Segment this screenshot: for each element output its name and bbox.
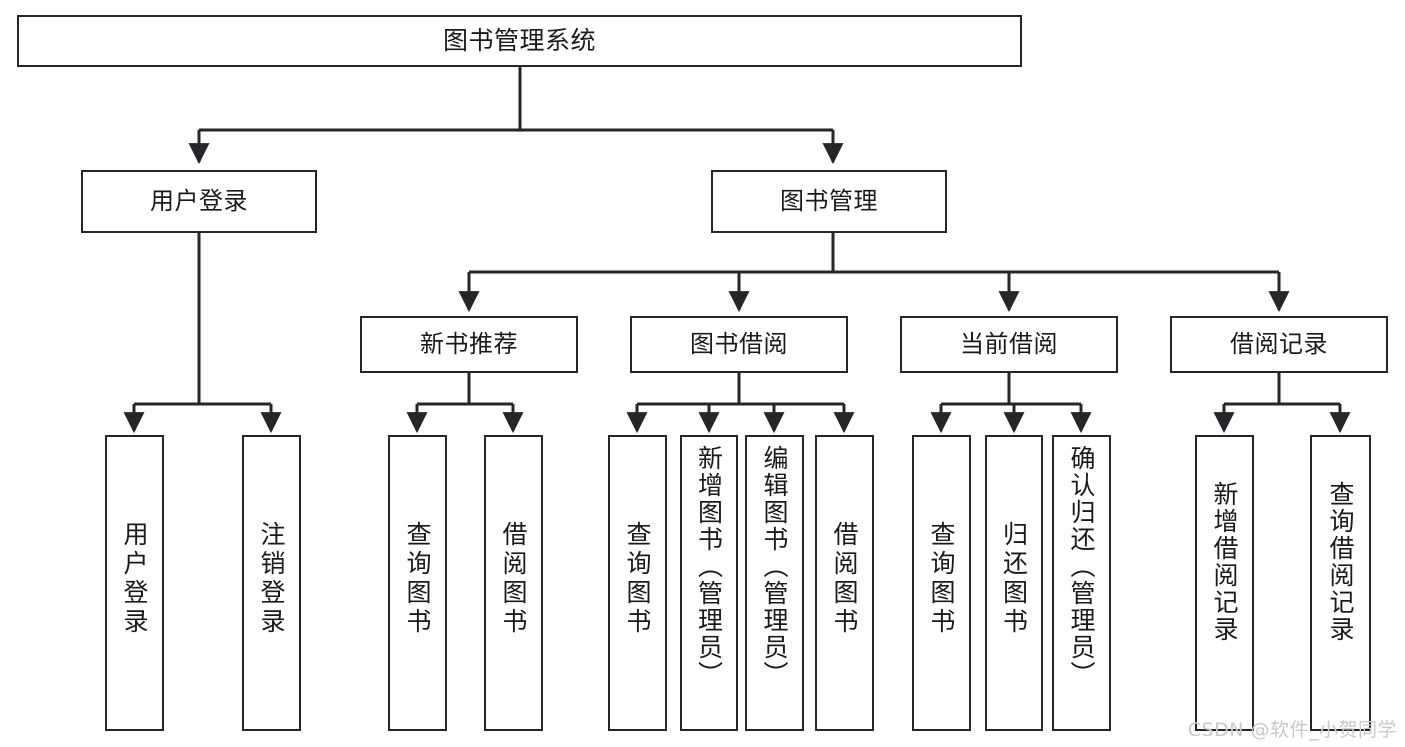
leaf-query-book-borrow[interactable]: 查询图书 [608, 435, 667, 731]
node-label: 借阅图书 [499, 521, 528, 637]
node-current-borrow[interactable]: 当前借阅 [900, 316, 1118, 373]
node-label: 借阅记录 [1230, 329, 1328, 358]
node-label: 当前借阅 [960, 329, 1058, 358]
node-label: 图书管理系统 [442, 25, 596, 55]
node-label: 注销登录 [257, 521, 286, 637]
node-label: 编辑图书（管理员） [760, 445, 789, 688]
node-label: 查询图书 [927, 521, 956, 637]
leaf-query-book-current[interactable]: 查询图书 [912, 435, 971, 731]
node-label: 用户登录 [150, 186, 248, 215]
node-borrow-record[interactable]: 借阅记录 [1170, 316, 1388, 373]
node-label: 新增借阅记录 [1210, 481, 1239, 643]
leaf-borrow-book[interactable]: 借阅图书 [815, 435, 874, 731]
leaf-return-book[interactable]: 归还图书 [985, 435, 1043, 731]
leaf-edit-book-admin[interactable]: 编辑图书（管理员） [745, 435, 804, 731]
node-book-management[interactable]: 图书管理 [711, 170, 947, 233]
node-label: 图书管理 [780, 186, 878, 215]
node-new-book-recommend[interactable]: 新书推荐 [360, 316, 578, 373]
leaf-logout[interactable]: 注销登录 [242, 435, 301, 731]
node-label: 新书推荐 [420, 329, 518, 358]
node-label: 查询借阅记录 [1326, 481, 1355, 643]
node-label: 归还图书 [999, 521, 1029, 637]
node-label: 用户登录 [120, 521, 149, 637]
watermark-text: CSDN @软件_小贺同学 [1187, 719, 1397, 741]
leaf-confirm-return-admin[interactable]: 确认归还（管理员） [1052, 435, 1111, 731]
node-label: 图书借阅 [690, 329, 788, 358]
leaf-query-borrow-record[interactable]: 查询借阅记录 [1310, 435, 1371, 731]
node-user-login[interactable]: 用户登录 [81, 170, 317, 233]
leaf-add-book-admin[interactable]: 新增图书（管理员） [680, 435, 738, 731]
node-book-borrow[interactable]: 图书借阅 [630, 316, 848, 373]
node-label: 查询图书 [403, 521, 432, 637]
node-label: 查询图书 [623, 521, 652, 637]
node-label: 确认归还（管理员） [1067, 445, 1096, 688]
leaf-borrow-book-recommend[interactable]: 借阅图书 [484, 435, 543, 731]
node-root-system[interactable]: 图书管理系统 [17, 15, 1022, 67]
node-label: 新增图书（管理员） [694, 445, 724, 688]
leaf-query-book-recommend[interactable]: 查询图书 [388, 435, 447, 731]
node-label: 借阅图书 [830, 521, 859, 637]
leaf-user-login[interactable]: 用户登录 [105, 435, 164, 731]
leaf-add-borrow-record[interactable]: 新增借阅记录 [1195, 435, 1254, 731]
